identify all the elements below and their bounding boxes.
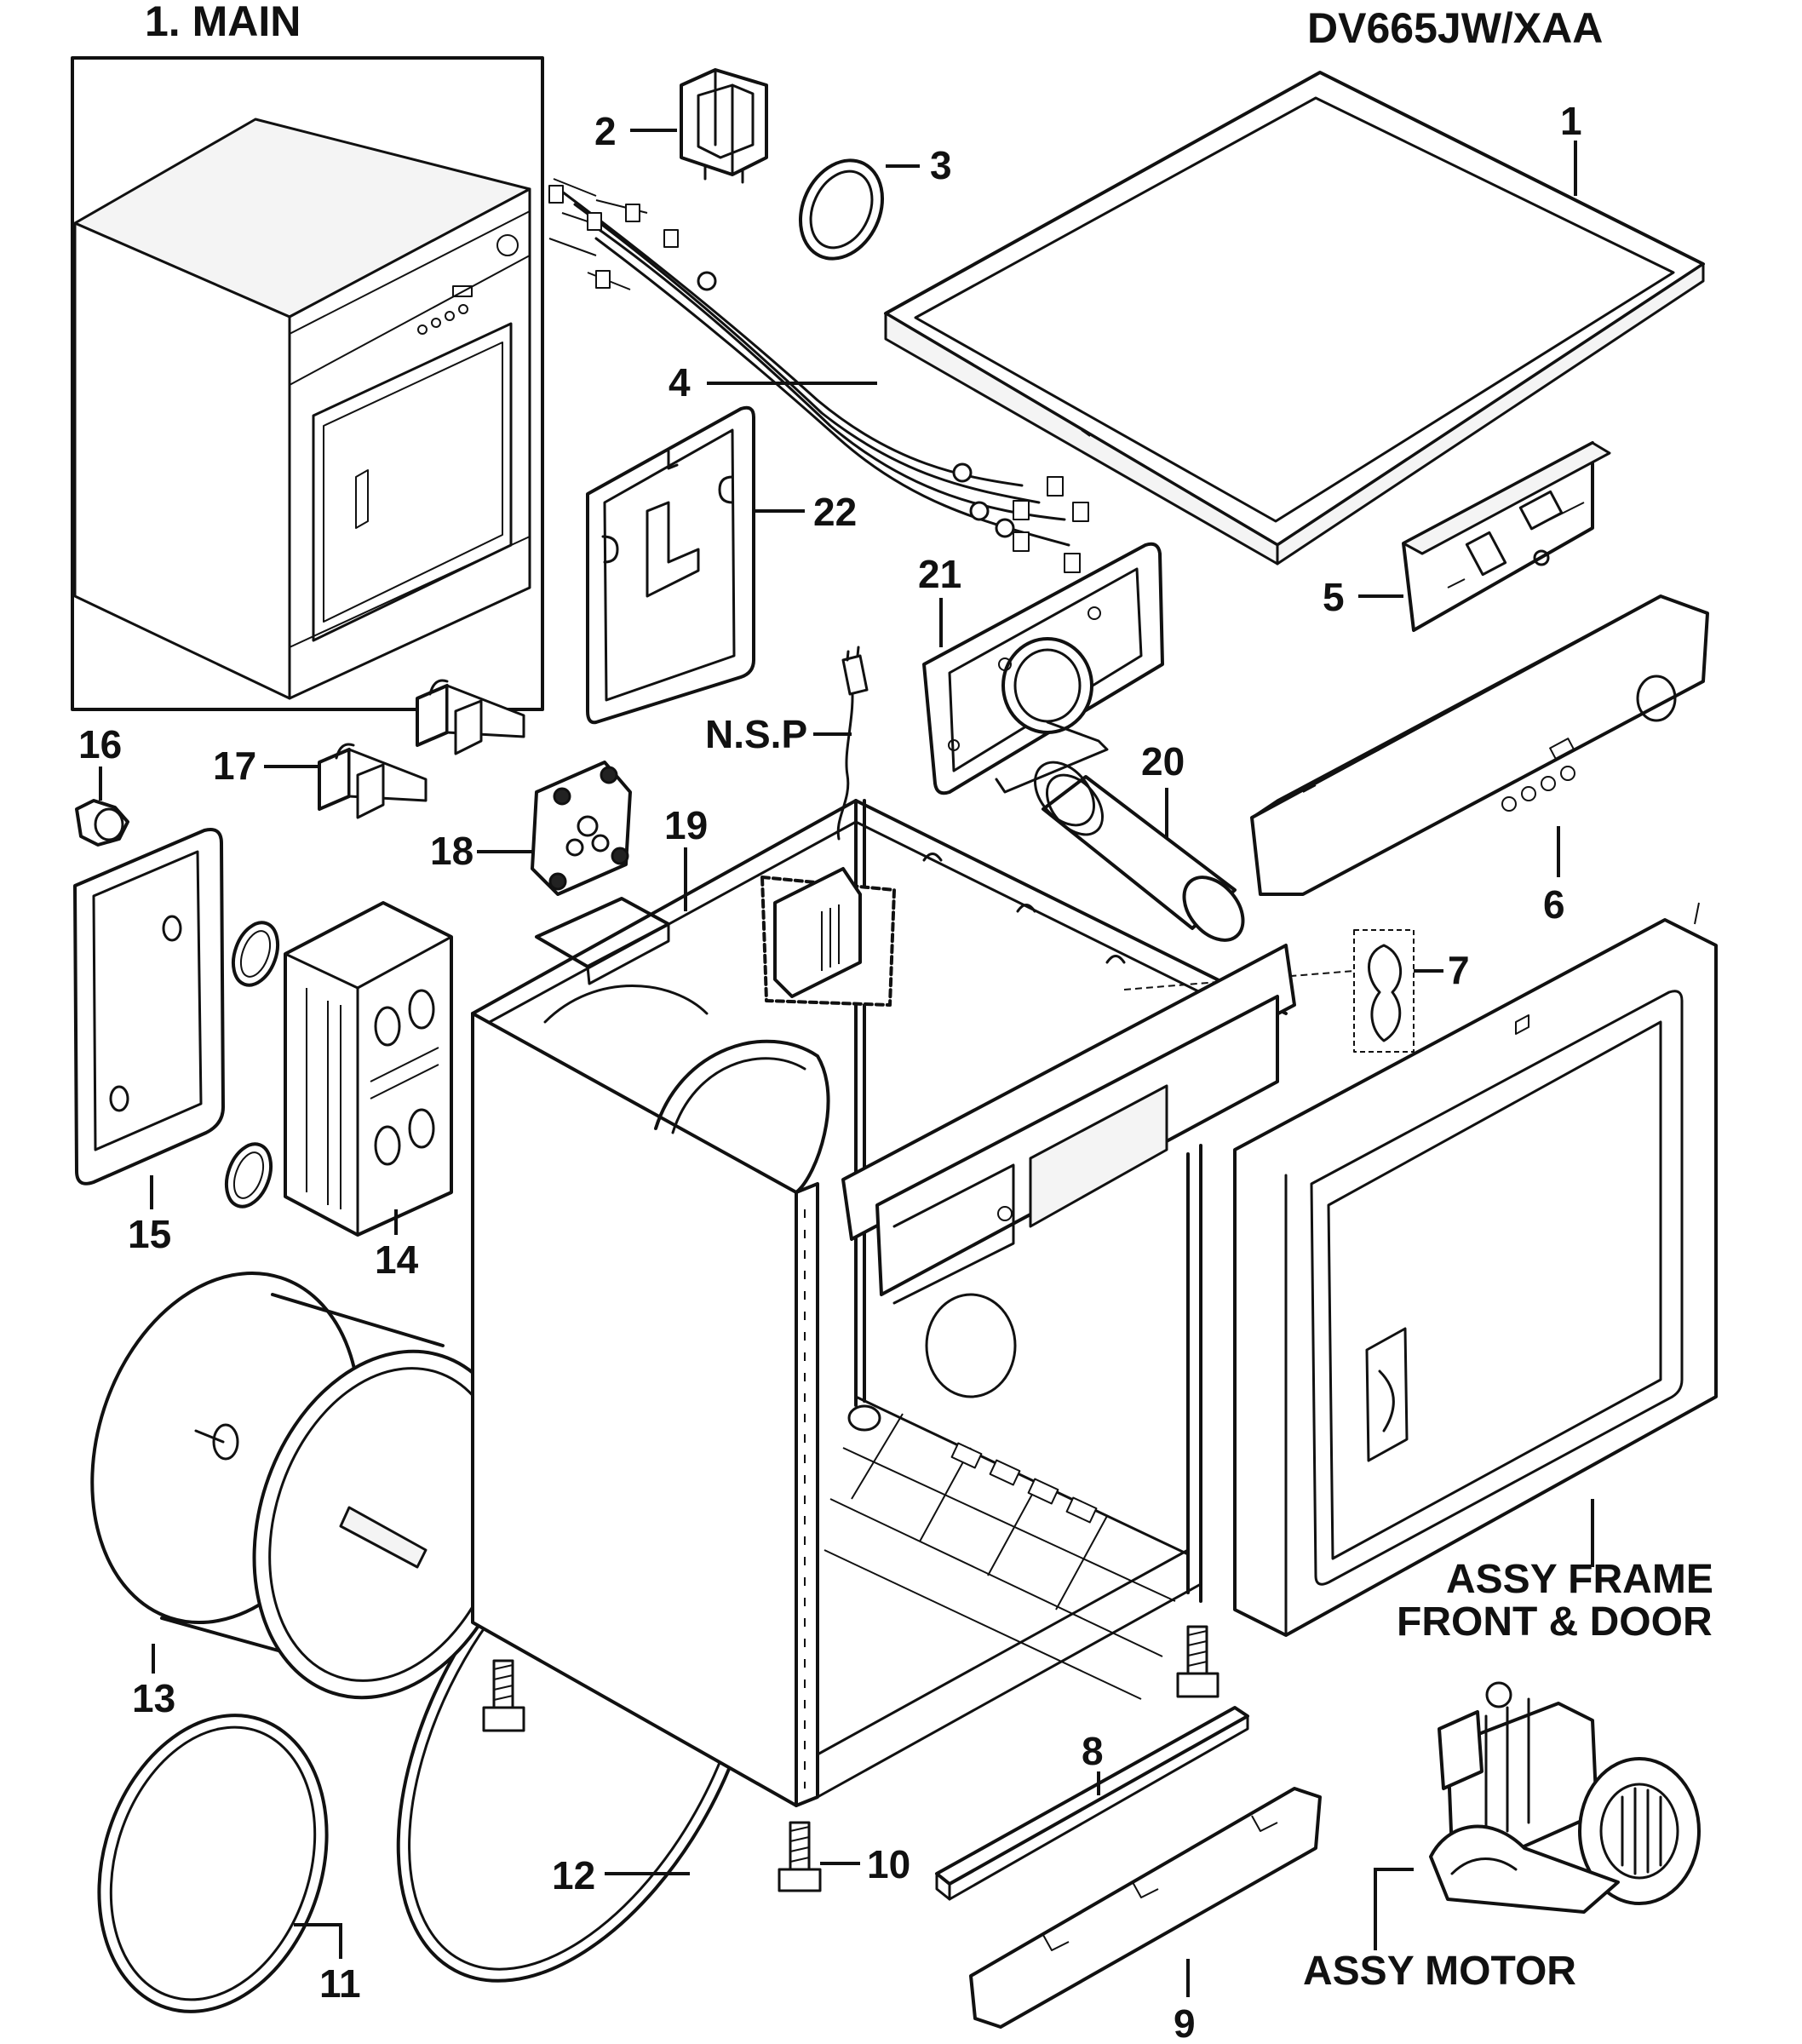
leveling-leg-rear-left (482, 1659, 525, 1732)
callout-6: 6 (1543, 882, 1565, 927)
leveling-legs-part-10 (482, 1625, 1220, 1892)
drum-part-13 (90, 1271, 523, 1700)
frame-assembly-label-line1: ASSY FRAME (1446, 1557, 1713, 1602)
callout-2: 2 (594, 109, 617, 153)
top-panel-part-1 (884, 71, 1705, 566)
leveling-leg-front (778, 1821, 822, 1892)
callout-1: 1 (1560, 99, 1582, 143)
callout-12: 12 (552, 1853, 595, 1898)
callout-labels: 1 2 3 4 5 6 7 8 9 10 11 12 13 14 15 16 1… (78, 99, 1713, 2044)
callout-7: 7 (1448, 948, 1470, 992)
callout-8: 8 (1082, 1729, 1104, 1773)
callout-3: 3 (930, 143, 952, 187)
pcb-module-part-5 (1402, 441, 1611, 632)
callout-nsp: N.S.P (705, 712, 807, 756)
heater-assembly-part-14 (284, 901, 453, 1237)
exhaust-duct-part-20 (1034, 761, 1245, 942)
motor-assembly-label: ASSY MOTOR (1303, 1949, 1576, 1994)
callout-18: 18 (430, 829, 473, 873)
callout-20: 20 (1141, 739, 1185, 784)
power-cord-nsp (836, 646, 869, 841)
toe-panel-part-9 (969, 1787, 1322, 2029)
grommets (224, 921, 280, 1209)
callout-11: 11 (319, 1961, 361, 2006)
gasket-frame-part-15 (73, 828, 225, 1186)
callout-10: 10 (867, 1842, 910, 1886)
nut-part-16 (75, 799, 129, 847)
motor-assembly (1429, 1681, 1701, 1914)
callout-4: 4 (669, 360, 691, 405)
control-panel-part-6 (1250, 594, 1709, 896)
duct-plate-part-21 (922, 542, 1164, 795)
kick-strip-part-8 (935, 1706, 1249, 1901)
frame-assembly-label-line2: FRONT & DOOR (1397, 1599, 1713, 1645)
callout-22: 22 (813, 490, 857, 534)
section-title: 1. MAIN (145, 0, 301, 45)
cabinet-housing (471, 799, 1296, 1807)
clip-bracket-part-2 (680, 68, 768, 184)
callout-15: 15 (128, 1212, 171, 1256)
assembled-dryer-inset (71, 56, 544, 711)
brackets-part-17 (318, 679, 525, 819)
sensor-plate-part-18 (531, 761, 632, 896)
model-number: DV665JW/XAA (1307, 4, 1603, 52)
drum-seal-part-11 (97, 1714, 329, 2013)
rear-cover-part-22 (586, 405, 755, 725)
ring-part-3 (798, 158, 885, 261)
callout-13: 13 (132, 1676, 175, 1720)
callout-16: 16 (78, 722, 122, 766)
callout-21: 21 (918, 552, 961, 596)
wire-harness-part-4 (548, 178, 1089, 573)
callout-19: 19 (664, 803, 708, 847)
leveling-leg-front-right (1176, 1625, 1220, 1698)
callout-5: 5 (1323, 575, 1345, 619)
callout-9: 9 (1174, 2001, 1196, 2044)
callout-17: 17 (213, 744, 256, 788)
callout-14: 14 (375, 1237, 419, 1282)
leader-lines (99, 129, 1594, 1997)
front-frame-door-assembly (1233, 902, 1718, 1637)
